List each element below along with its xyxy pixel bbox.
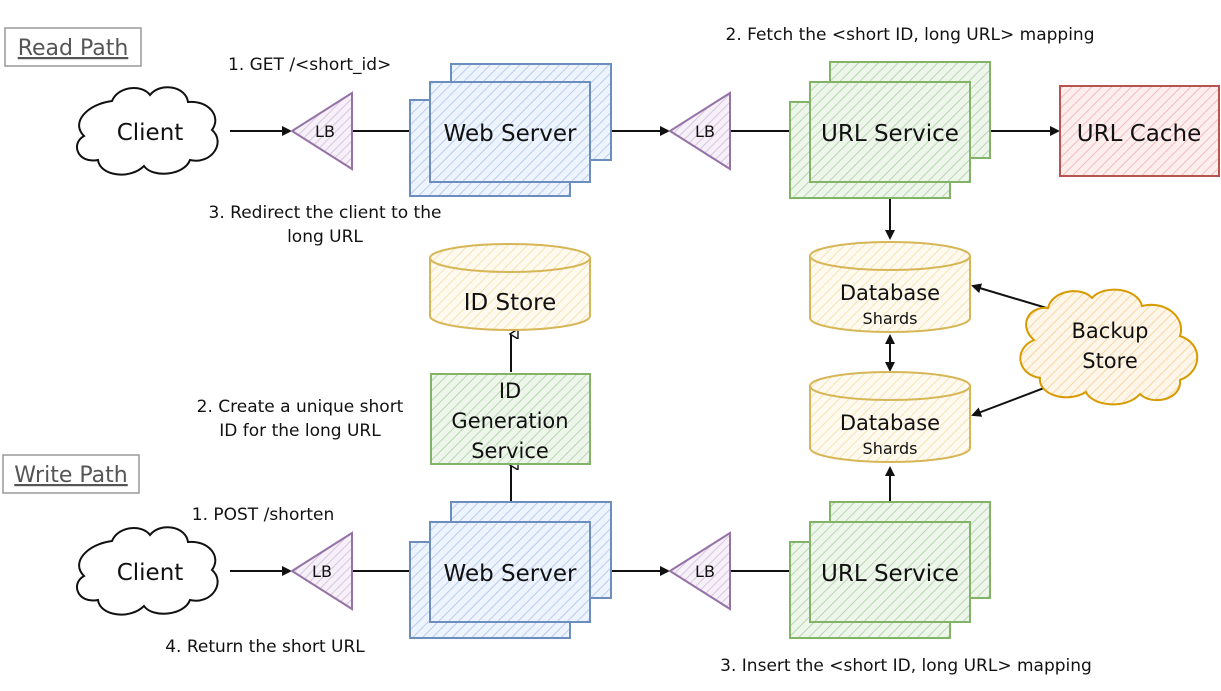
db-bottom-title: Database	[840, 411, 940, 435]
database-shards-bottom: Database Shards	[809, 371, 971, 463]
db-bottom-subtitle: Shards	[863, 439, 918, 458]
read-lb-2-label: LB	[695, 122, 715, 141]
read-path-title: Read Path	[18, 36, 129, 61]
id-generation-line-1: ID	[499, 379, 521, 403]
read-client-label: Client	[117, 120, 184, 146]
read-url-service-label: URL Service	[821, 121, 959, 147]
db-top-title: Database	[840, 281, 940, 305]
write-step-4: 4. Return the short URL	[165, 637, 365, 657]
write-lb-1: LB	[290, 531, 353, 611]
url-cache: URL Cache	[1059, 85, 1220, 177]
read-path-label: Read Path	[4, 27, 142, 67]
write-step-2-line-2: ID for the long URL	[219, 421, 381, 441]
id-generation-line-2: Generation	[451, 409, 568, 433]
read-step-3-line-1: 3. Redirect the client to the	[209, 203, 442, 223]
read-lb-1: LB	[290, 91, 353, 171]
write-web-server-label: Web Server	[444, 561, 577, 587]
database-shards-top: Database Shards	[809, 241, 971, 333]
write-step-1: 1. POST /shorten	[192, 505, 334, 525]
write-lb-2-label: LB	[695, 562, 715, 581]
backup-store-cloud: Backup Store	[1019, 288, 1199, 406]
write-path-title: Write Path	[14, 463, 127, 488]
write-client-cloud: Client	[76, 526, 219, 616]
read-web-server-label: Web Server	[444, 121, 577, 147]
write-client-label: Client	[117, 560, 184, 586]
url-cache-label: URL Cache	[1077, 121, 1201, 147]
write-url-service-label: URL Service	[821, 561, 959, 587]
read-lb-1-label: LB	[315, 122, 335, 141]
read-step-2: 2. Fetch the <short ID, long URL> mappin…	[726, 25, 1095, 45]
read-url-service: URL Service	[789, 61, 991, 199]
write-lb-1-label: LB	[312, 562, 332, 581]
write-step-2-line-1: 2. Create a unique short	[197, 397, 404, 417]
id-generation-service: ID Generation Service	[430, 373, 591, 465]
db-top-subtitle: Shards	[863, 309, 918, 328]
backup-line-2: Store	[1082, 349, 1138, 373]
write-web-server: Web Server	[409, 501, 612, 639]
read-client-cloud: Client	[76, 86, 219, 176]
write-lb-2: LB	[668, 531, 731, 611]
id-store-label: ID Store	[464, 290, 557, 316]
write-step-3: 3. Insert the <short ID, long URL> mappi…	[720, 656, 1092, 676]
read-lb-2: LB	[668, 91, 731, 171]
id-generation-line-3: Service	[471, 439, 549, 463]
backup-line-1: Backup	[1072, 319, 1149, 343]
id-store: ID Store	[429, 243, 591, 331]
read-step-3-line-2: long URL	[287, 227, 363, 247]
write-path-label: Write Path	[2, 454, 140, 494]
read-web-server: Web Server	[409, 63, 612, 197]
write-url-service: URL Service	[789, 501, 991, 639]
read-step-1: 1. GET /<short_id>	[228, 55, 391, 75]
